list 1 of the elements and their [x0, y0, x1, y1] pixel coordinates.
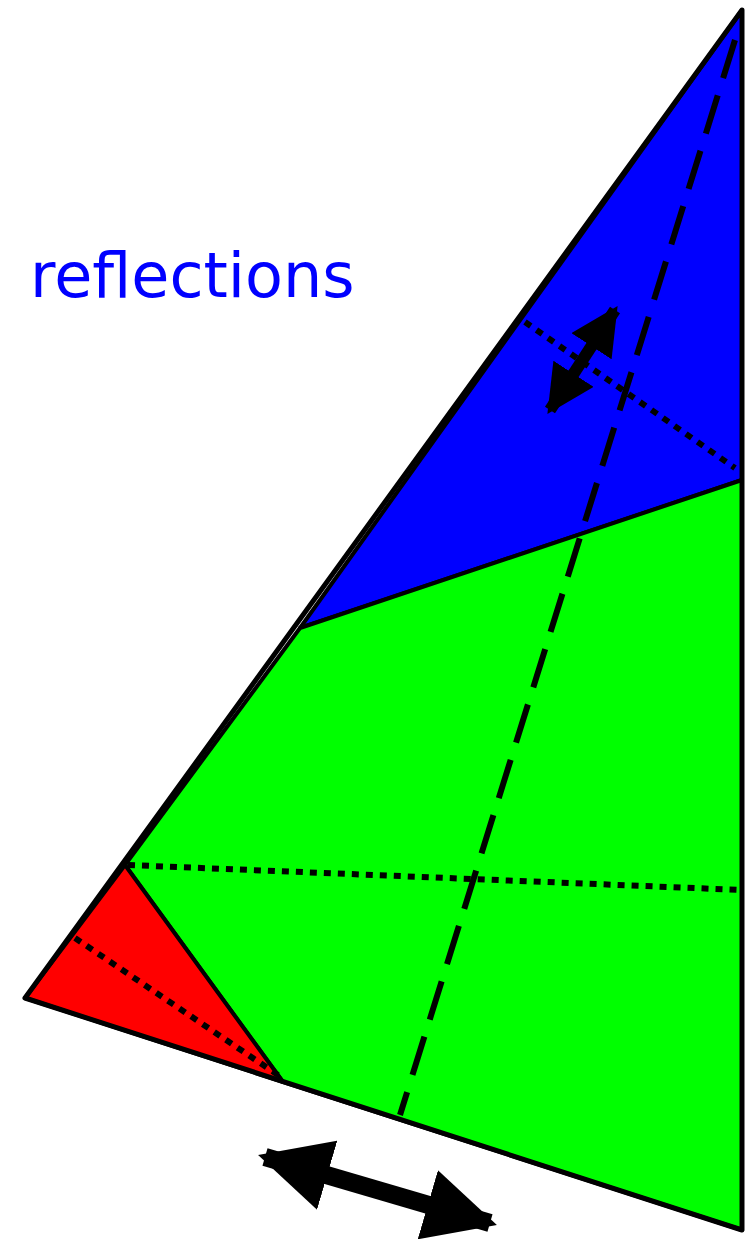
diagram-label: reflections [30, 245, 355, 307]
